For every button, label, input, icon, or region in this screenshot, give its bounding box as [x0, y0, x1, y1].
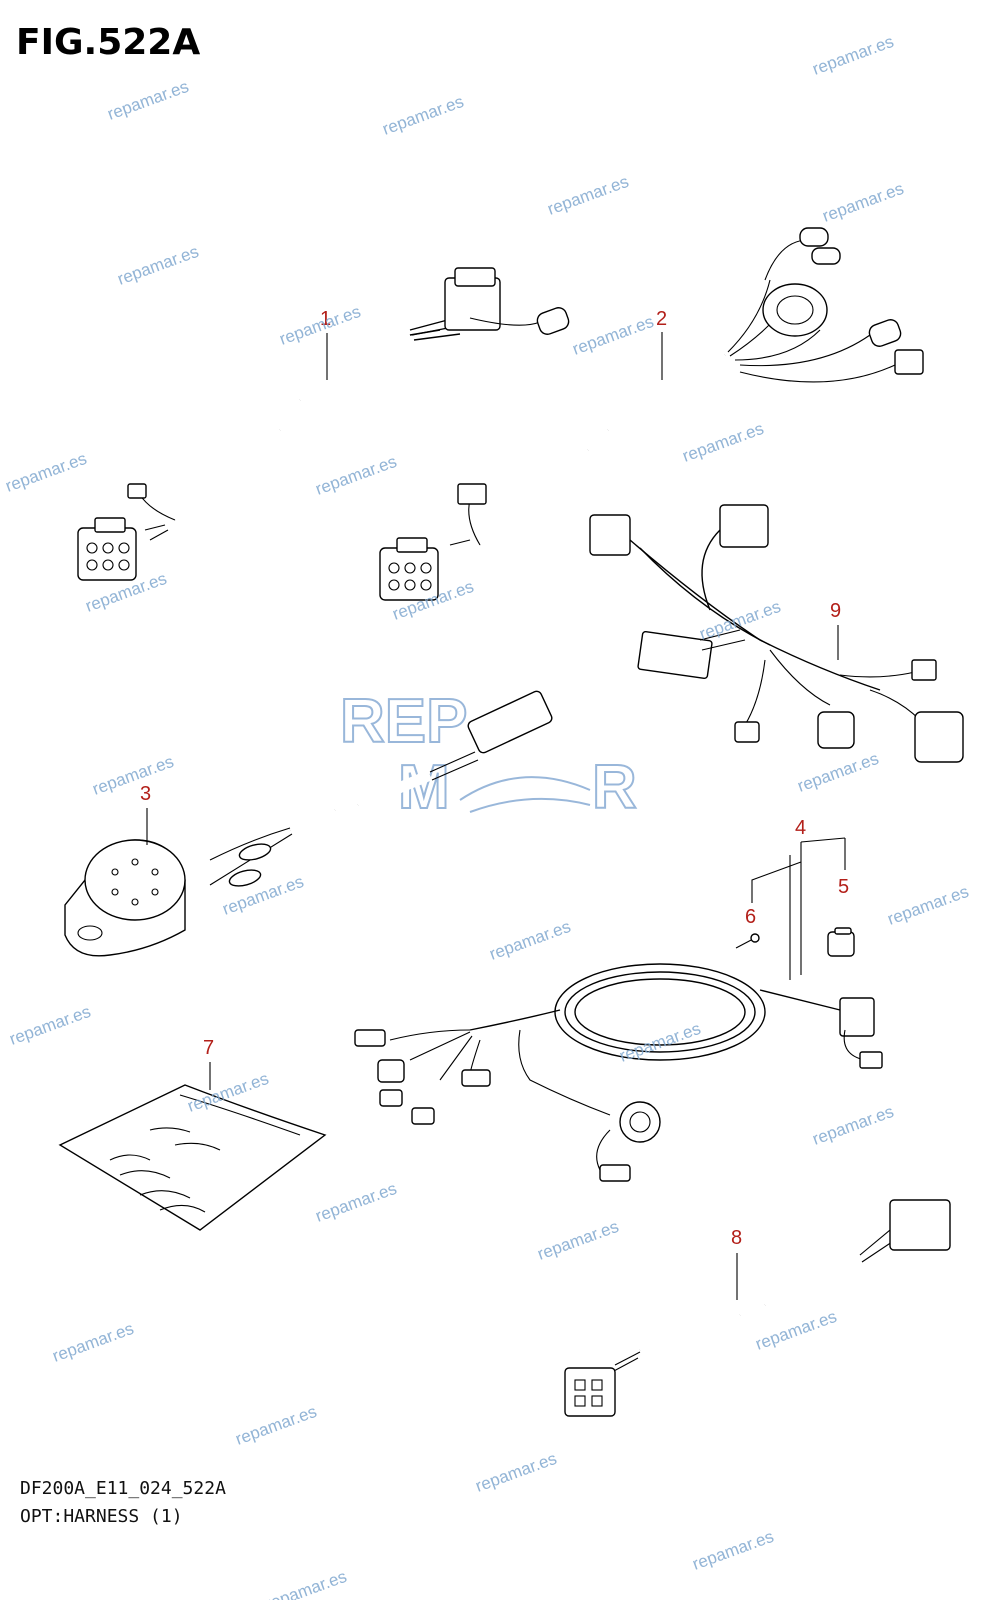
- watermark-text: repamar.es: [545, 172, 631, 219]
- watermark-logo-bottom-right: R: [592, 753, 637, 822]
- watermark-text: repamar.es: [263, 1567, 349, 1600]
- watermarks: repamar.es repamar.es repamar.es repamar…: [3, 32, 971, 1600]
- callout-2: 2: [656, 308, 667, 330]
- watermark-text: repamar.es: [753, 1307, 839, 1354]
- watermark-text: repamar.es: [380, 92, 466, 139]
- watermark-text: repamar.es: [535, 1217, 621, 1264]
- watermark-text: repamar.es: [313, 1179, 399, 1226]
- part-6-screw: [735, 933, 760, 949]
- callout-5: 5: [838, 876, 849, 898]
- watermark-text: repamar.es: [690, 1527, 776, 1574]
- callout-7: 7: [203, 1037, 214, 1059]
- watermark-text: repamar.es: [233, 1402, 319, 1449]
- figure-code: DF200A_E11_024_522A: [20, 1478, 226, 1499]
- watermark-text: repamar.es: [7, 1002, 93, 1049]
- watermark-text: repamar.es: [795, 749, 881, 796]
- watermark-text: repamar.es: [810, 32, 896, 79]
- watermark-text: repamar.es: [820, 179, 906, 226]
- figure-caption: OPT:HARNESS (1): [20, 1506, 183, 1527]
- callout-leaders: [146, 332, 846, 1300]
- watermark-text: repamar.es: [3, 449, 89, 496]
- part-8-harness: [564, 1199, 951, 1417]
- part-4-harness: [354, 855, 883, 1182]
- watermark-text: repamar.es: [570, 312, 656, 359]
- part-3-buzzer: [64, 690, 553, 957]
- part-5-connector: [827, 927, 855, 957]
- watermark-text: repamar.es: [885, 882, 971, 929]
- callout-4: 4: [795, 817, 806, 839]
- part-9-harness: [589, 504, 964, 763]
- callout-6: 6: [745, 906, 756, 928]
- callout-9: 9: [830, 600, 841, 622]
- watermark-text: repamar.es: [487, 917, 573, 964]
- callout-3: 3: [140, 783, 151, 805]
- watermark-text: repamar.es: [50, 1319, 136, 1366]
- callout-8: 8: [731, 1227, 742, 1249]
- watermark-text: repamar.es: [810, 1102, 896, 1149]
- watermark-text: repamar.es: [90, 752, 176, 799]
- callout-1: 1: [320, 308, 331, 330]
- watermark-logo-top: REP: [340, 687, 467, 756]
- part-7-bag: [58, 1084, 327, 1231]
- watermark-text: repamar.es: [115, 242, 201, 289]
- watermark-text: repamar.es: [473, 1449, 559, 1496]
- watermark-text: repamar.es: [313, 452, 399, 499]
- figure-title: FIG.522A: [16, 22, 201, 63]
- watermark-text: repamar.es: [105, 77, 191, 124]
- part-2-harness: [379, 227, 924, 601]
- watermark-text: repamar.es: [680, 419, 766, 466]
- watermark-logo: REP M R: [339, 686, 638, 823]
- part-1-harness: [77, 267, 570, 581]
